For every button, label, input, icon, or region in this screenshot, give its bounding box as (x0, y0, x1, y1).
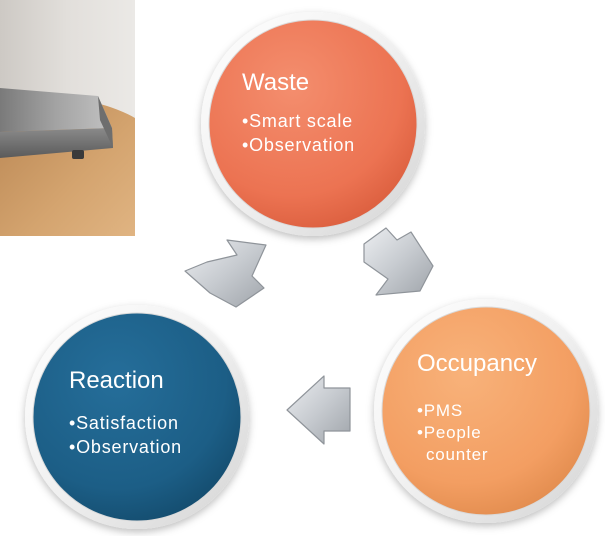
bullet-icon: • (242, 111, 250, 131)
arrow-reaction-to-waste-icon (184, 239, 267, 308)
reaction-item-label: Observation (76, 437, 182, 457)
occupancy-item: •People (417, 422, 577, 444)
waste-item-label: Observation (249, 135, 355, 155)
occupancy-item: •PMS (417, 400, 577, 422)
occupancy-item-label: PMS (423, 401, 464, 420)
bullet-icon: • (417, 423, 424, 442)
bullet-icon: • (69, 437, 77, 457)
waste-item: •Observation (242, 133, 412, 157)
occupancy-node (374, 299, 598, 523)
bullet-icon: • (242, 135, 250, 155)
reaction-item: •Observation (69, 435, 239, 459)
bullet-icon: • (69, 413, 77, 433)
occupancy-text: Occupancy •PMS •People counter (417, 350, 577, 466)
reaction-item: •Satisfaction (69, 411, 239, 435)
waste-item-label: Smart scale (249, 111, 353, 131)
waste-item: •Smart scale (242, 109, 412, 133)
arrow-waste-to-occupancy-icon (363, 227, 434, 296)
occupancy-item-label: People (423, 423, 482, 442)
waste-node (201, 12, 425, 236)
reaction-item-label: Satisfaction (76, 413, 179, 433)
reaction-node (25, 305, 249, 529)
reaction-title: Reaction (69, 367, 164, 394)
arrow-occupancy-to-reaction-icon (286, 375, 351, 445)
bullet-icon: • (417, 401, 424, 420)
reaction-text: Reaction •Satisfaction •Observation (69, 367, 239, 459)
occupancy-title: Occupancy (417, 350, 538, 377)
waste-text: Waste •Smart scale •Observation (242, 69, 412, 157)
occupancy-item-continuation: counter (426, 445, 489, 464)
waste-title: Waste (242, 69, 310, 96)
smart-scale-photo (0, 0, 135, 236)
